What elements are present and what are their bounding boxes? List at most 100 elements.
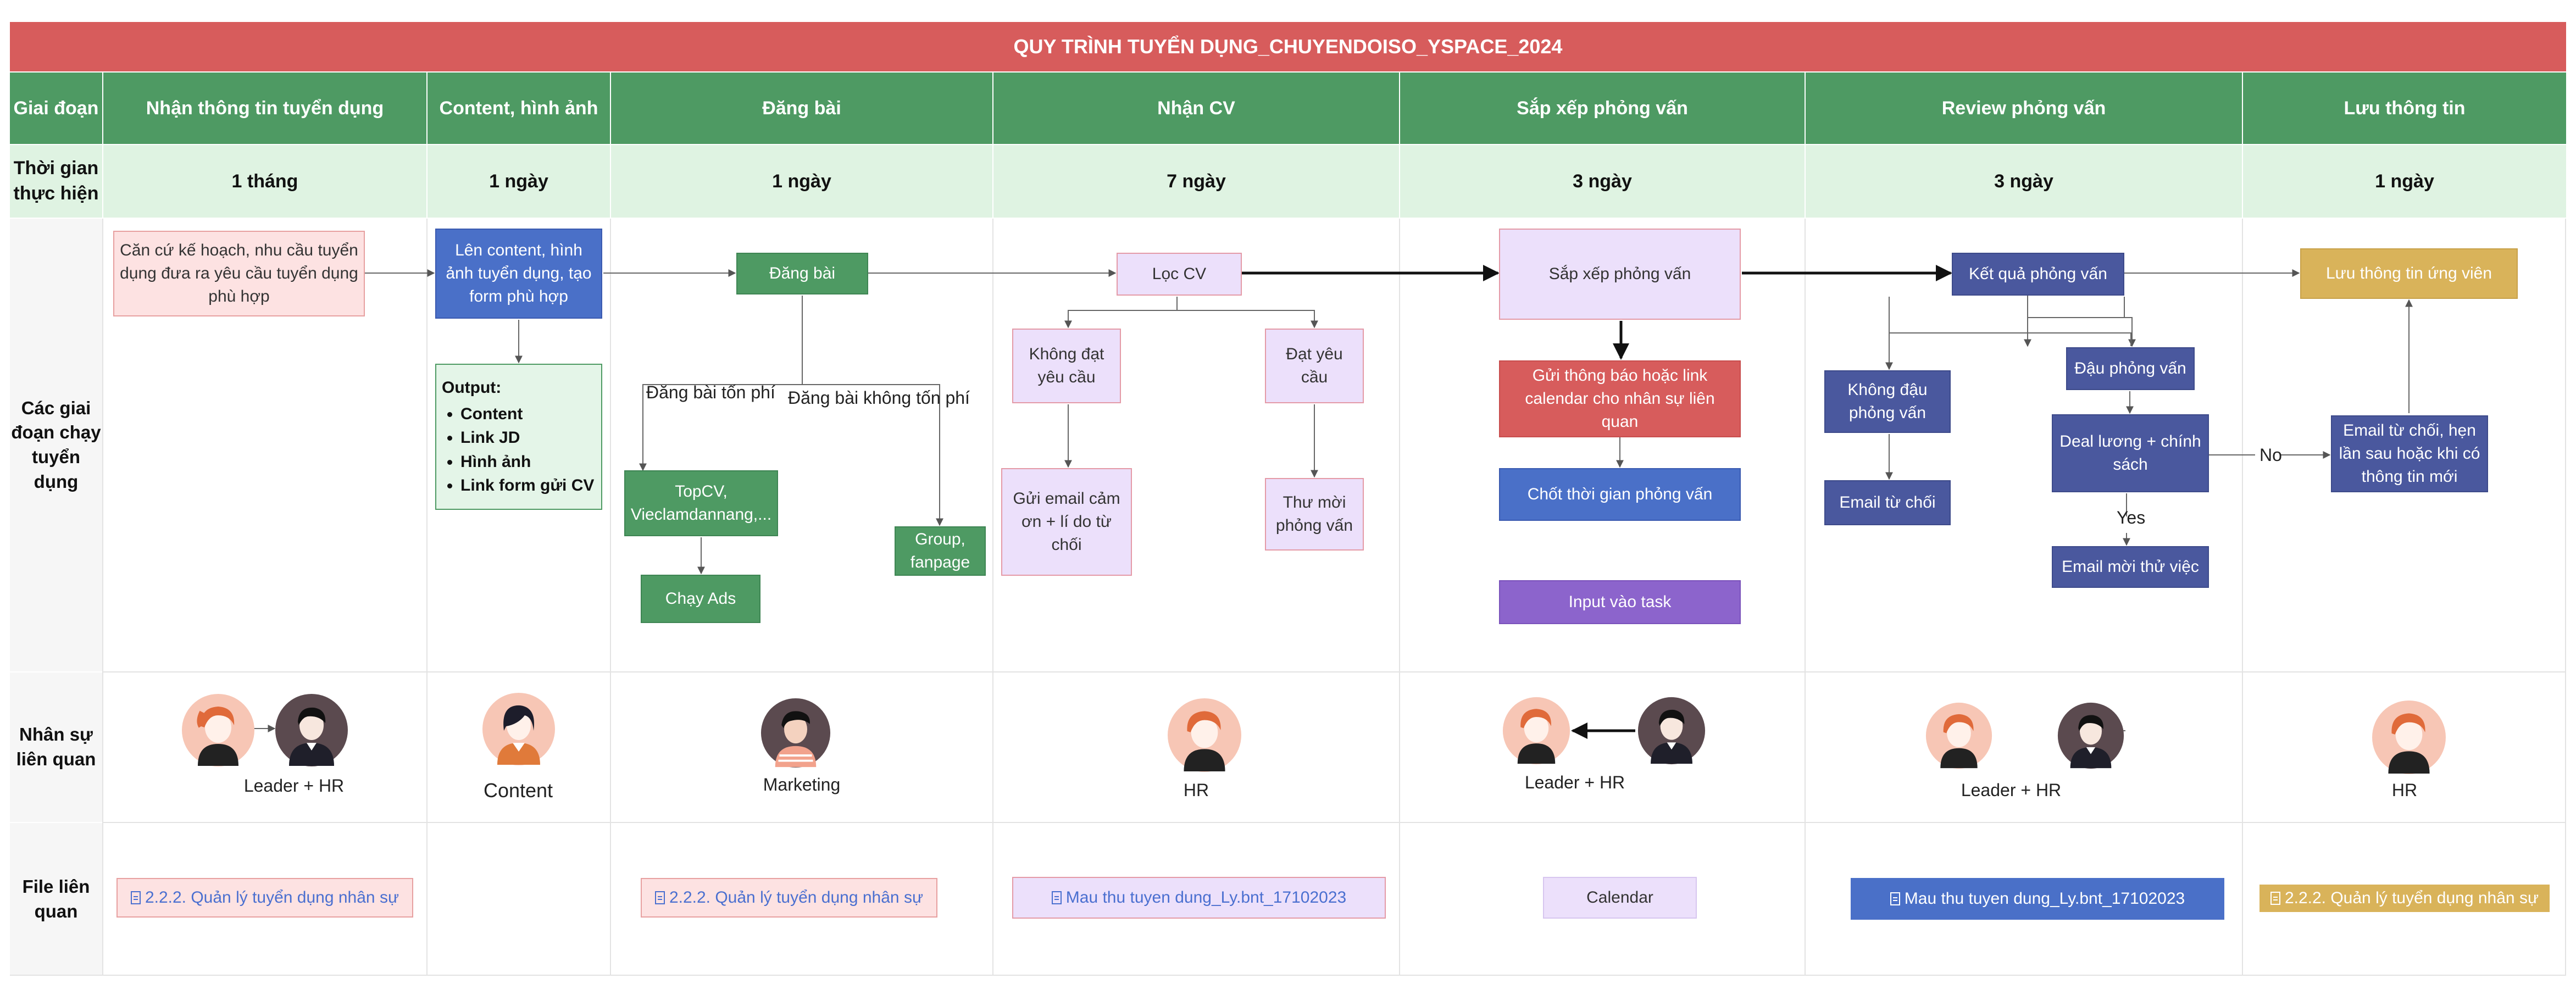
output-item: Content bbox=[460, 402, 596, 426]
grid-line bbox=[1399, 219, 1400, 976]
people-caption-4: HR bbox=[1183, 780, 1209, 800]
document-icon bbox=[1051, 891, 1062, 904]
time-cell-4: 7 ngày bbox=[993, 145, 1399, 218]
no-label: No bbox=[2259, 445, 2282, 465]
people-caption-7: HR bbox=[2391, 780, 2418, 800]
time-cell-1: 1 tháng bbox=[103, 145, 426, 218]
post-node: Đăng bài bbox=[736, 253, 868, 294]
file-link-3[interactable]: 2.2.2. Quản lý tuyển dụng nhân sự bbox=[641, 878, 937, 918]
group-fanpage-node: Group, fanpage bbox=[895, 526, 986, 576]
document-icon bbox=[654, 891, 665, 904]
pass-requirement-node: Đạt yêu cầu bbox=[1265, 329, 1364, 403]
reject-later-node: Email từ chối, hẹn lần sau hoặc khi có t… bbox=[2331, 415, 2488, 492]
stage-header-7: Lưu thông tin bbox=[2243, 73, 2566, 144]
grid-line bbox=[426, 219, 428, 976]
grid-line bbox=[2565, 219, 2566, 976]
avatar bbox=[182, 694, 254, 766]
row-label-steps: Các giai đoạn chạy tuyển dụng bbox=[10, 219, 102, 671]
stage-header-2: Content, hình ảnh bbox=[428, 73, 610, 144]
grid-line bbox=[2242, 219, 2243, 976]
output-item: Link JD bbox=[460, 426, 596, 450]
time-cell-7: 1 ngày bbox=[2243, 145, 2566, 218]
file-link-label: Calendar bbox=[1586, 888, 1653, 907]
grid-line bbox=[102, 671, 2566, 672]
avatar bbox=[2057, 702, 2124, 769]
file-link-label: 2.2.2. Quản lý tuyển dụng nhân sự bbox=[2284, 889, 2539, 907]
yes-label: Yes bbox=[2117, 508, 2146, 527]
plan-requirements-node: Căn cứ kế hoạch, nhu cầu tuyển dụng đưa … bbox=[113, 231, 365, 316]
people-caption-6: Leader + HR bbox=[1961, 780, 2062, 800]
stage-header-6: Review phỏng vấn bbox=[1806, 73, 2242, 144]
output-list: Content Link JD Hình ảnh Link form gửi C… bbox=[442, 402, 596, 498]
stage-header-4: Nhận CV bbox=[993, 73, 1399, 144]
page-title: QUY TRÌNH TUYỂN DỤNG_CHUYENDOISO_YSPACE_… bbox=[10, 22, 2566, 71]
schedule-interview-node: Sắp xếp phỏng vấn bbox=[1499, 229, 1741, 320]
calendar-link[interactable]: Calendar bbox=[1543, 877, 1697, 919]
stage-header-5: Sắp xếp phỏng vấn bbox=[1400, 73, 1805, 144]
save-candidate-node: Lưu thông tin ứng viên bbox=[2300, 248, 2518, 299]
stage-header-3: Đăng bài bbox=[611, 73, 992, 144]
paid-post-label: Đăng bài tốn phí bbox=[646, 382, 775, 402]
avatar bbox=[1637, 697, 1706, 765]
confirm-time-node: Chốt thời gian phỏng vấn bbox=[1499, 468, 1741, 521]
time-cell-6: 3 ngày bbox=[1806, 145, 2242, 218]
document-icon bbox=[130, 891, 141, 904]
invite-letter-node: Thư mời phỏng vấn bbox=[1265, 478, 1364, 551]
thanks-email-node: Gửi email cảm ơn + lí do từ chối bbox=[1001, 468, 1132, 576]
output-box: Output: Content Link JD Hình ảnh Link fo… bbox=[435, 364, 602, 510]
grid-line bbox=[610, 219, 611, 976]
people-caption-5: Leader + HR bbox=[1524, 772, 1625, 792]
input-task-node: Input vào task bbox=[1499, 580, 1741, 624]
avatar bbox=[760, 698, 831, 768]
people-caption-3: Marketing bbox=[763, 775, 841, 794]
row-label-people: Nhân sự liên quan bbox=[10, 672, 102, 822]
notify-calendar-node: Gửi thông báo hoặc link calendar cho nhâ… bbox=[1499, 360, 1741, 437]
create-content-node: Lên content, hình ảnh tuyển dụng, tạo fo… bbox=[435, 229, 602, 319]
output-title: Output: bbox=[442, 379, 502, 397]
deal-salary-node: Deal lương + chính sách bbox=[2052, 414, 2209, 492]
pass-interview-node: Đậu phỏng vấn bbox=[2066, 347, 2195, 390]
file-link-label: 2.2.2. Quản lý tuyển dụng nhân sự bbox=[669, 888, 924, 907]
avatar bbox=[275, 694, 348, 766]
avatar bbox=[1168, 698, 1241, 772]
row-label-files: File liên quan bbox=[10, 823, 102, 976]
file-link-label: 2.2.2. Quản lý tuyển dụng nhân sự bbox=[145, 888, 399, 907]
people-caption-2: Content bbox=[483, 779, 553, 802]
grid-line bbox=[992, 219, 993, 976]
run-ads-node: Chạy Ads bbox=[641, 575, 760, 623]
time-cell-2: 1 ngày bbox=[428, 145, 610, 218]
grid-line bbox=[102, 219, 103, 976]
avatar bbox=[2372, 701, 2446, 774]
file-link-1[interactable]: 2.2.2. Quản lý tuyển dụng nhân sự bbox=[116, 878, 413, 918]
file-link-7[interactable]: 2.2.2. Quản lý tuyển dụng nhân sự bbox=[2259, 885, 2550, 912]
avatar bbox=[1925, 702, 1992, 769]
reject-email-node: Email từ chối bbox=[1824, 480, 1951, 525]
file-link-4[interactable]: Mau thu tuyen dung_Ly.bnt_17102023 bbox=[1012, 877, 1386, 919]
avatar bbox=[1502, 697, 1570, 765]
file-link-6[interactable]: Mau thu tuyen dung_Ly.bnt_17102023 bbox=[1851, 878, 2224, 920]
document-icon bbox=[1890, 892, 1900, 905]
filter-cv-node: Lọc CV bbox=[1117, 253, 1242, 296]
stage-header-1: Nhận thông tin tuyển dụng bbox=[103, 73, 426, 144]
people-caption-1: Leader + HR bbox=[243, 776, 345, 796]
avatar bbox=[482, 693, 555, 765]
document-icon bbox=[2270, 892, 2280, 905]
interview-result-node: Kết quả phỏng vấn bbox=[1952, 253, 2124, 296]
grid-line bbox=[102, 822, 2566, 823]
output-item: Link form gửi CV bbox=[460, 474, 596, 498]
output-item: Hình ảnh bbox=[460, 450, 596, 474]
row-label-time: Thời gian thực hiện bbox=[10, 145, 102, 218]
trial-email-node: Email mời thử việc bbox=[2052, 546, 2209, 588]
free-post-label: Đăng bài không tốn phí bbox=[788, 388, 970, 408]
fail-requirement-node: Không đạt yêu cầu bbox=[1012, 329, 1121, 403]
row-label-stage: Giai đoạn bbox=[10, 73, 102, 144]
fail-interview-node: Không đậu phỏng vấn bbox=[1824, 370, 1951, 433]
time-cell-5: 3 ngày bbox=[1400, 145, 1805, 218]
grid-line bbox=[1805, 219, 1806, 976]
topcv-node: TopCV, Vieclamdannang,... bbox=[624, 470, 778, 536]
time-cell-3: 1 ngày bbox=[611, 145, 992, 218]
grid-line bbox=[10, 975, 2566, 976]
file-link-label: Mau thu tuyen dung_Ly.bnt_17102023 bbox=[1904, 890, 2185, 908]
file-link-label: Mau thu tuyen dung_Ly.bnt_17102023 bbox=[1065, 888, 1347, 907]
